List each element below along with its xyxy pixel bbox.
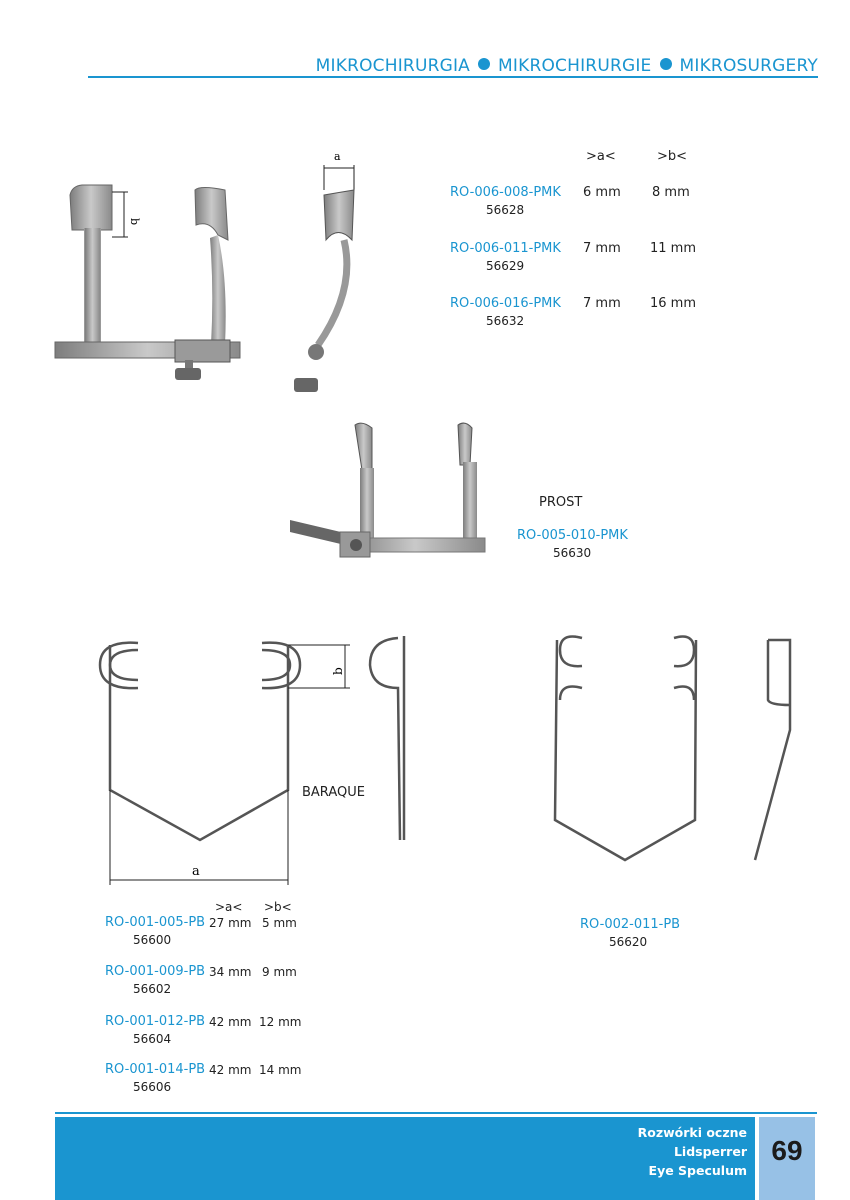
product-number: 56602 [133,982,172,996]
header-divider [88,76,818,78]
product-number: 56628 [486,203,525,217]
header-section-de: MIKROCHIRURGIE [498,56,652,76]
page-number-box: 69 [759,1117,815,1200]
dimension-b: 8 mm [652,185,690,200]
column-header-a: >a< [586,149,616,164]
section-header: MIKROCHIRURGIA MIKROCHIRURGIE MIKROSURGERY [316,56,818,76]
dimension-b: 14 mm [259,1063,302,1077]
product-number: 56600 [133,933,172,947]
footer-band: Rozwórki oczne Lidsperrer Eye Speculum [55,1117,755,1200]
product-number: 56606 [133,1080,172,1094]
svg-text:b: b [128,218,141,225]
page-number: 69 [771,1135,803,1166]
product-number: 56604 [133,1032,172,1046]
product-code: RO-006-016-PMK [450,296,561,311]
dimension-a: 34 mm [209,965,252,979]
dimension-a: 42 mm [209,1015,252,1029]
product-code: RO-002-011-PB [580,917,681,932]
dimension-a: 7 mm [583,241,621,256]
header-section-pl: MIKROCHIRURGIA [315,56,471,76]
header-section-en: MIKROSURGERY [679,56,818,76]
bullet-icon [478,58,491,70]
footer-divider [55,1112,817,1114]
product-number: 56629 [486,259,525,273]
dimension-b: 11 mm [650,241,697,256]
footer-category: Rozwórki oczne Lidsperrer Eye Speculum [638,1123,747,1180]
dimension-a: 7 mm [583,296,621,311]
dimension-a: 27 mm [209,916,252,930]
column-header-b: >b< [657,149,688,164]
category-pl: Rozwórki oczne [637,1125,747,1140]
dimension-a: 6 mm [583,185,621,200]
column-header-b: >b< [264,900,292,914]
model-label: PROST [539,495,583,510]
dimension-b: 9 mm [262,965,297,979]
category-en: Eye Speculum [648,1163,747,1178]
svg-text:a: a [192,864,200,879]
product-number: 56630 [553,546,592,560]
bullet-icon [659,58,672,70]
product-number: 56620 [609,935,648,949]
column-header-a: >a< [215,900,243,914]
product-code: RO-001-014-PB [105,1062,206,1077]
dimension-a: 42 mm [209,1063,252,1077]
dimension-b: 12 mm [259,1015,302,1029]
dimension-b: 16 mm [650,296,697,311]
product-code: RO-001-009-PB [105,964,206,979]
product-code: RO-005-010-PMK [517,528,628,543]
product-code: RO-001-005-PB [105,915,206,930]
product-code: RO-001-012-PB [105,1014,206,1029]
svg-text:a: a [334,150,341,163]
product-code: RO-006-008-PMK [450,185,561,200]
category-de: Lidsperrer [673,1144,747,1159]
product-number: 56632 [486,314,525,328]
model-label: BARAQUE [302,785,365,800]
product-code: RO-006-011-PMK [450,241,561,256]
dimension-b: 5 mm [262,916,297,930]
svg-text:b: b [331,667,345,675]
